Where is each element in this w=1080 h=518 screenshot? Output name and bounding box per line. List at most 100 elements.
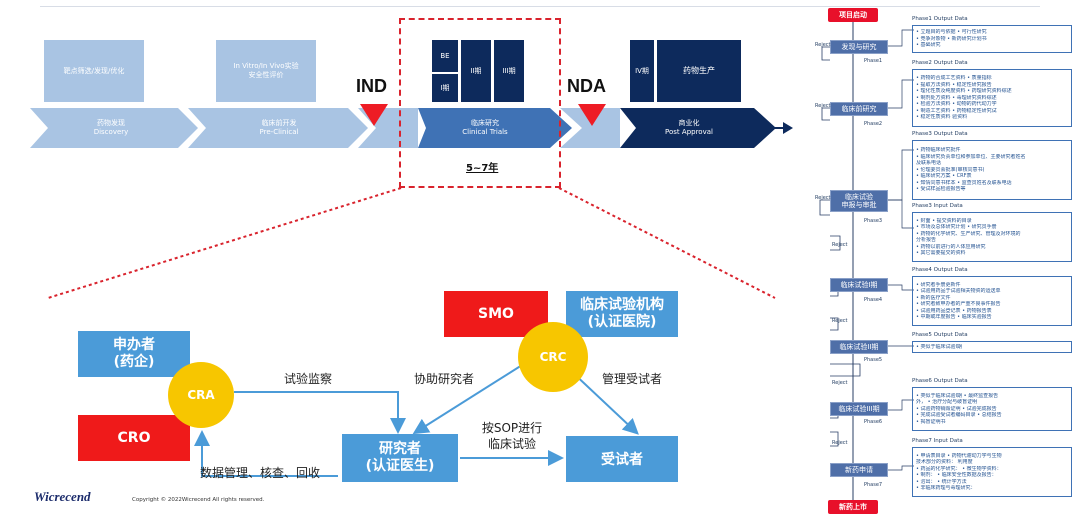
phase6-output-box: • 类似于临床试验I期 • 最终监查报告 外， • 治疗分配与破盲证明 • 试验…: [912, 387, 1072, 431]
phase7-item: 技术部分的资料： 利用度: [916, 459, 973, 465]
phase3-item: • 临床研究方案 • CRF表: [916, 173, 972, 180]
crc-label: CRC: [539, 350, 567, 364]
phase1-output-title: Phase1 Output Data: [912, 16, 968, 22]
cra-circle: CRA: [168, 362, 234, 428]
flowchart-lines: [819, 22, 914, 500]
phase3-output-title: Phase3 Output Data: [912, 131, 968, 137]
phase7-item: • 制剂： • 临床安全性数据及报告：: [916, 472, 997, 478]
preclinical-stage-box: In Vitro/In Vivo实验 安全性评价: [216, 40, 316, 102]
phase6-item: • 完成试验受试者编码目录 • 总结报告: [916, 412, 1002, 419]
flow-phase-1: Phase1: [864, 58, 883, 64]
pipeline-arrows: [30, 108, 776, 148]
pointer-arrow-icon: [755, 122, 793, 134]
phase2-output-box: • 药物的合成工艺资料 • 质量指标 • 提取方法资料 • 稳定性研究报告 • …: [912, 69, 1072, 127]
preclinical-stage-label-1: In Vitro/In Vivo实验: [233, 62, 299, 71]
role-arrows: [194, 359, 639, 477]
arrow-preclinical: 临床前开发 Pre-Clinical: [214, 112, 344, 144]
site-box: 临床试验机构 (认证医院): [566, 291, 678, 337]
phase7-item: • 非临床药理与毒理研究：: [916, 485, 976, 491]
investigator-label: 研究者: [379, 441, 421, 458]
phase2-item: • 制剂处方资料 • 毒理研究资料综述: [916, 94, 997, 101]
site-sublabel: (认证医院): [587, 314, 657, 330]
phase2-item: • 检验方法资料 • 动物的药代动力学: [916, 101, 997, 108]
arrow-preclinical-cn: 临床前开发: [261, 119, 297, 128]
flow-phase-5: Phase5: [864, 357, 883, 363]
preclinical-stage-label-2: 安全性评价: [248, 71, 284, 79]
phase2-item: • 提取方法资料 • 稳定性研究报告: [916, 81, 992, 88]
sponsor-sublabel: (药企): [113, 354, 155, 370]
phase5-item: • 类似于临床试验I期: [916, 344, 963, 350]
flow-phase-2: Phase2: [864, 121, 883, 127]
flow-step-3: 临床试验 申报与审批: [830, 190, 888, 212]
flow-reject-5: Reject: [832, 380, 848, 386]
phase6-item: • 揭盲证明书: [916, 418, 946, 425]
production-box: 药物生产: [657, 40, 741, 102]
label-sop-2: 临床试验: [487, 437, 536, 452]
phase3-input-box: • 封面 • 提交资料的目录 • 市场及总体研究计划 • 研究员手册 • 药物的…: [912, 212, 1072, 262]
phase4-item: • 研究者手册更新件: [916, 281, 961, 288]
sponsor-label: 申办者: [113, 337, 155, 354]
flow-reject-4: Reject: [832, 318, 848, 324]
phase2-item: • 制造工艺资料 • 药物稳定性研究试: [916, 107, 997, 114]
phase3-item: • 受试样品检验报告等: [916, 186, 966, 193]
production-label: 药物生产: [683, 65, 715, 75]
phase4-item: • 试验用药品登记表 • 药物报告表: [916, 307, 992, 314]
arrow-clinical-cn: 临床研究: [471, 119, 499, 128]
phase7-input-box: • 申请表目录 • 药物代谢动力学与生物 技术部分的资料： 利用度 • 药品的化…: [912, 447, 1072, 497]
arrow-discovery-cn: 药物发现: [97, 119, 125, 128]
phase5-output-title: Phase5 Output Data: [912, 332, 968, 338]
phase6-item: • 类似于临床试验I期 • 最终监查报告: [916, 392, 999, 399]
be-label: BE: [440, 51, 450, 60]
phase3-box: III期: [494, 40, 524, 102]
phase5-output-box: • 类似于临床试验I期: [912, 341, 1072, 353]
flow-reject-1: Reject: [815, 42, 831, 48]
investigator-sublabel: (认证医生): [365, 458, 435, 474]
flow-phase-4: Phase4: [864, 297, 883, 303]
site-label: 临床试验机构: [580, 297, 664, 314]
discovery-stage-label: 靶点筛选/发现/优化: [63, 66, 125, 75]
phase2-item: • 稳定性质资料 验资料: [916, 114, 968, 121]
flow-reject-2: Reject: [815, 103, 831, 109]
ind-label: IND: [356, 76, 387, 96]
phase4-output-title: Phase4 Output Data: [912, 267, 968, 273]
arrow-preclinical-en: Pre-Clinical: [259, 128, 299, 136]
flow-step-2: 临床前研究: [830, 102, 888, 116]
phase1-item: • 立题目的与依据 • 可行性研究: [916, 29, 987, 36]
phase4-item: • 新的医疗文件: [916, 294, 951, 301]
arrow-post-approval-cn: 商业化: [678, 119, 700, 128]
smo-label: SMO: [478, 306, 514, 322]
flow-step-5: 临床试验II期: [830, 340, 888, 354]
crc-circle: CRC: [518, 322, 588, 392]
zoom-lines: [47, 187, 776, 299]
label-data-management: 数据管理、核查、回收: [200, 466, 321, 480]
cra-label: CRA: [187, 388, 215, 402]
arrow-clinical: 临床研究 Clinical Trials: [420, 112, 550, 144]
phase3-item: • 伦理委员会批准(审核同意书): [916, 166, 985, 173]
phase4-item: • 试验用药品于试验相关物资的运送单: [916, 288, 1001, 294]
phase3-input-item: • 其它需要提交的资料: [916, 250, 966, 256]
arrow-discovery: 药物发现 Discovery: [56, 112, 166, 144]
ind-marker-icon: [360, 104, 388, 126]
phase7-input-title: Phase7 Input Data: [912, 438, 963, 444]
subject-box: 受试者: [566, 436, 678, 482]
phase3-item: • 知情同意书样本 • 监查员姓名及联系电话: [916, 179, 1012, 186]
phase2-output-title: Phase2 Output Data: [912, 60, 968, 66]
flow-phase-7: Phase7: [864, 482, 883, 488]
phase2-box: II期: [461, 40, 491, 102]
flow-step-4: 临床试验I期: [830, 278, 888, 292]
investigator-box: 研究者 (认证医生): [342, 434, 458, 482]
phase3-input-title: Phase3 Input Data: [912, 203, 963, 209]
label-monitoring: 试验监察: [284, 372, 333, 386]
phase1-box: I期: [432, 74, 458, 102]
phase3-item: 及联系电话: [916, 160, 942, 167]
phase4-box: IV期: [630, 40, 654, 102]
flow-phase-6: Phase6: [864, 419, 883, 425]
phase4-item: • 研究者致申办者的严重不良事件报告: [916, 301, 1001, 307]
phase3-item: • 临床研究负责单位和参加单位、主要研究者姓名: [916, 153, 1026, 160]
flow-reject-3b: Reject: [832, 242, 848, 248]
phase6-output-title: Phase6 Output Data: [912, 378, 968, 384]
phase1-output-box: • 立题目的与依据 • 可行性研究 • 竞争对象物 • 新药研究计划书 • 基础…: [912, 25, 1072, 53]
flow-phase-3: Phase3: [864, 218, 883, 224]
phase7-item: • 申请表目录 • 药物代谢动力学与生物: [916, 452, 1002, 459]
flow-reject-6: Reject: [832, 440, 848, 446]
